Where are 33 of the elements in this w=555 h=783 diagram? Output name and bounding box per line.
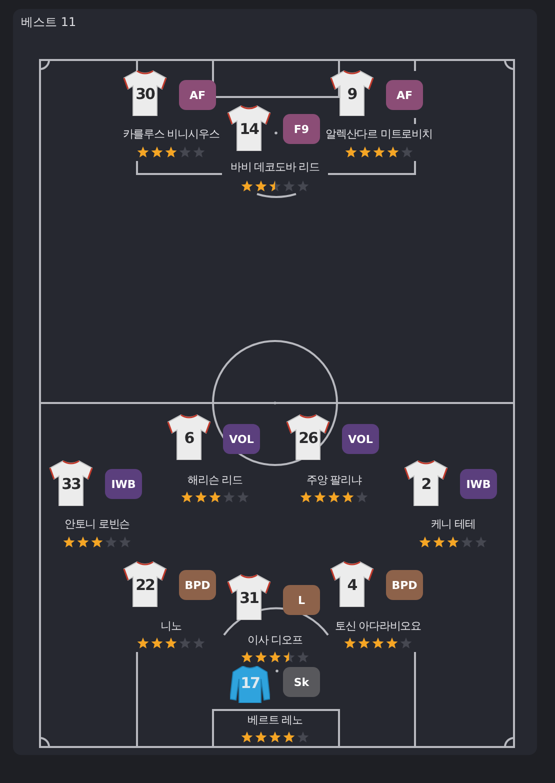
player-name: 바비 데코도바 리드: [228, 160, 322, 174]
role-badge: BPD: [179, 570, 216, 600]
role-badge: IWB: [460, 469, 497, 499]
role-badge: L: [283, 585, 320, 615]
role-badge: AF: [179, 80, 216, 110]
role-badge: IWB: [105, 469, 142, 499]
shirt-number: 9: [347, 86, 357, 102]
shirt-number: 26: [298, 430, 318, 446]
role-badge: Sk: [283, 667, 320, 697]
player-name: 베르트 레노: [246, 714, 304, 726]
shirt-number: 2: [421, 476, 431, 492]
shirt-number: 14: [240, 121, 258, 137]
role-badge: BPD: [386, 570, 423, 600]
player-name: 해리슨 리드: [186, 474, 244, 486]
role-badge: VOL: [223, 424, 260, 454]
role-badge: AF: [386, 80, 423, 110]
shirt-number: 17: [240, 675, 260, 691]
shirt-number: 33: [62, 476, 80, 492]
player-name: 토신 아다라비오요: [332, 620, 424, 632]
panel-title: 베스트 11: [21, 15, 76, 29]
shirt-number: 30: [136, 86, 154, 102]
player-name: 주앙 팔리냐: [304, 474, 364, 486]
shirt-number: 22: [136, 577, 154, 593]
player-name: 이사 디오프: [246, 634, 304, 646]
player-name: 알렉산다르 미트로비치: [324, 128, 434, 140]
shirt-number: 31: [240, 590, 258, 606]
player-name: 카를루스 비니시우스: [120, 128, 222, 140]
role-badge: VOL: [342, 424, 379, 454]
player-name: 니노: [158, 620, 184, 632]
player-name: 케니 테테: [428, 518, 478, 530]
shirt-number: 6: [184, 430, 194, 446]
role-badge: F9: [283, 114, 320, 144]
shirt-number: 4: [347, 577, 357, 593]
